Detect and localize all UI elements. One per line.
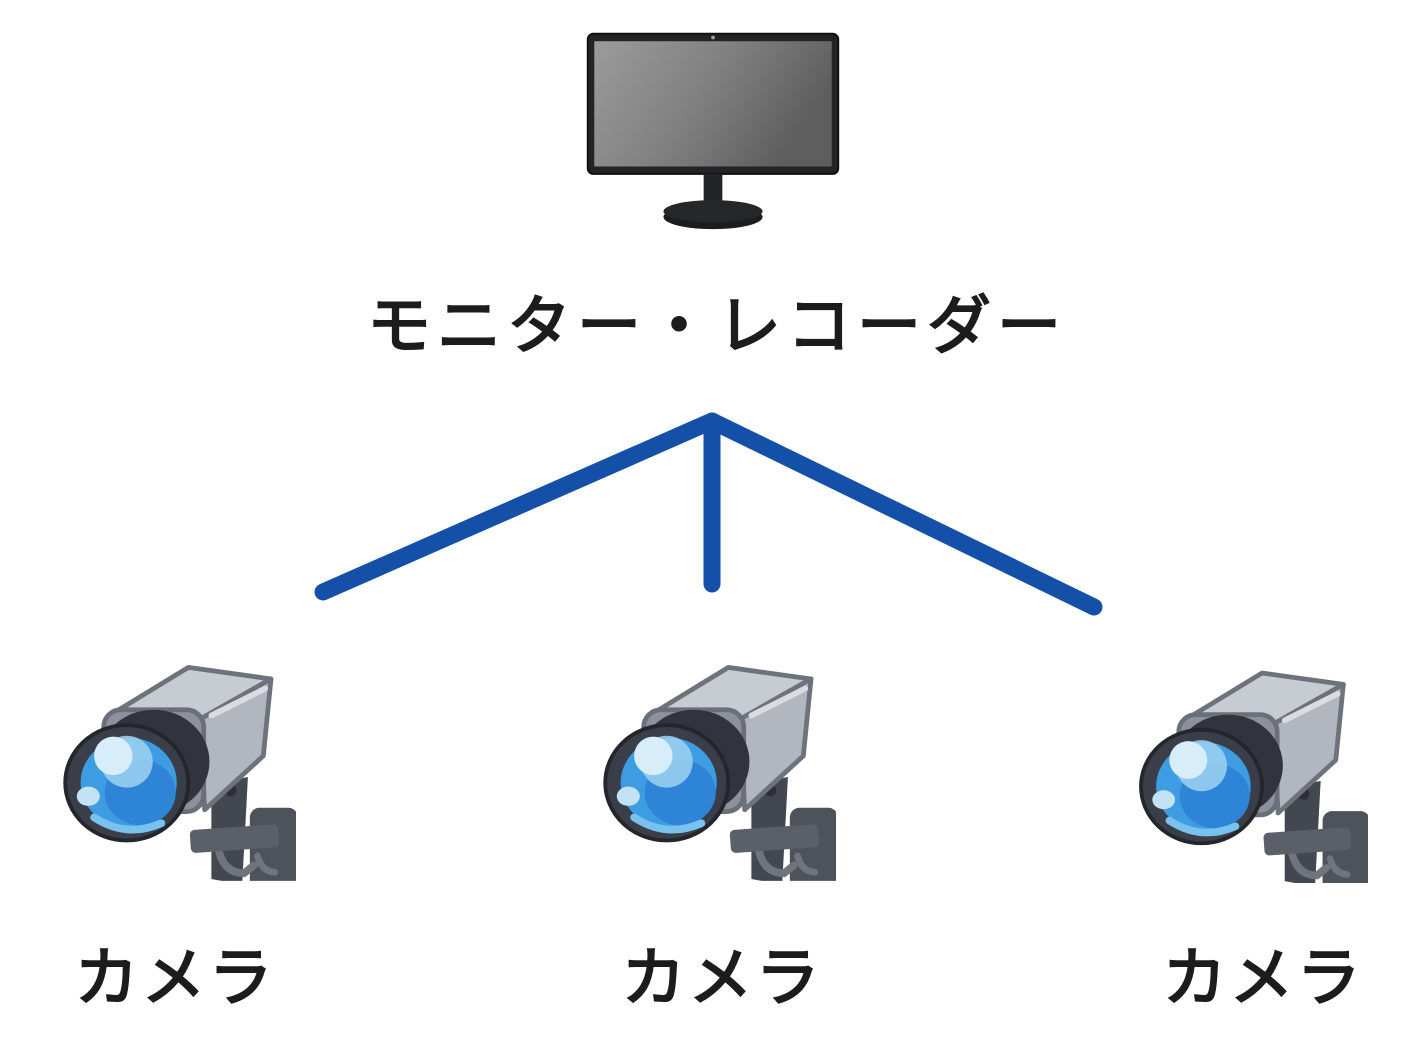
camera-label: カメラ bbox=[621, 942, 823, 1016]
desktop-monitor-icon bbox=[582, 30, 844, 231]
camera-label: カメラ bbox=[1162, 942, 1364, 1016]
camera-label: カメラ bbox=[74, 942, 276, 1016]
security-camera-icon bbox=[1122, 656, 1368, 883]
security-camera-icon bbox=[586, 650, 836, 881]
monitor-recorder-label: モニター・レコーダー bbox=[367, 290, 1067, 364]
connector-line-left bbox=[314, 412, 721, 601]
connector-line-right bbox=[703, 412, 1103, 616]
security-camera-icon bbox=[46, 650, 296, 881]
